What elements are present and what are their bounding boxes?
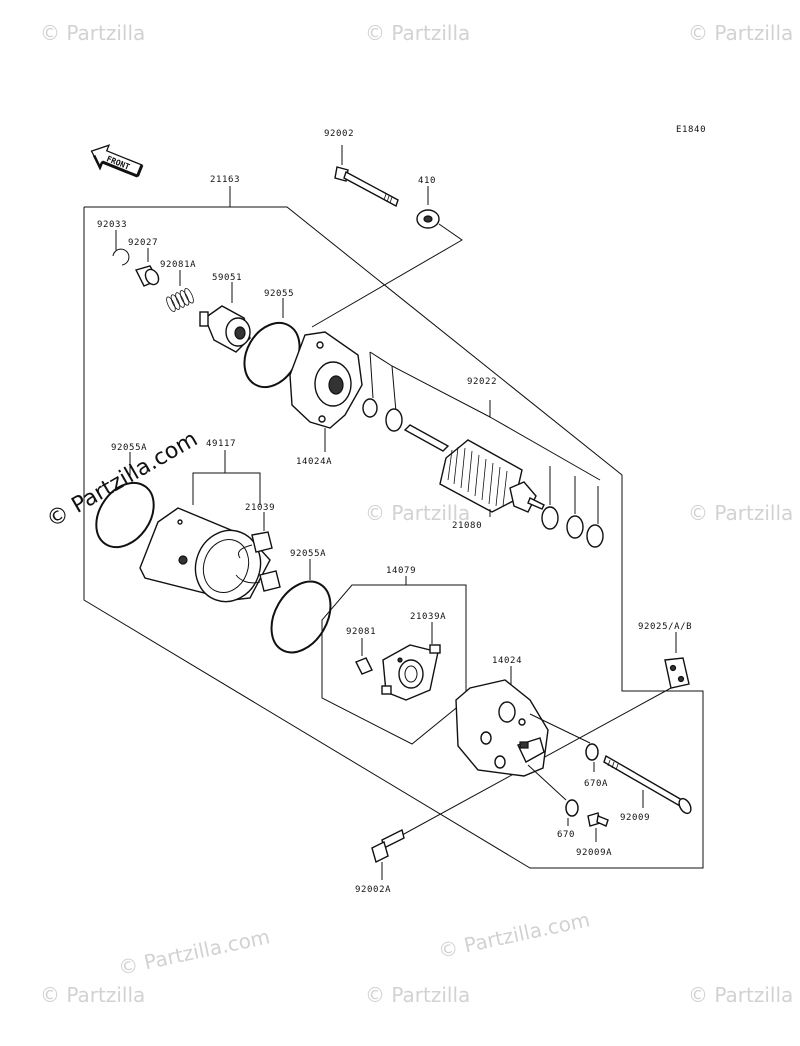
front-cover-14024a [289, 331, 363, 452]
watermark: © Partzilla [688, 21, 793, 45]
o-ring-92055a-right [270, 559, 332, 654]
part-label-92022: 92022 [467, 377, 497, 387]
part-label-21163: 21163 [210, 175, 240, 185]
part-label-21039a: 21039A [410, 612, 446, 622]
watermark: © Partzilla [688, 501, 793, 525]
part-label-92025: 92025/A/B [638, 622, 692, 632]
pinion-clutch-59051 [199, 282, 251, 353]
yoke-49117 [139, 450, 271, 603]
part-label-21080: 21080 [452, 521, 482, 531]
assembly-outline [83, 186, 704, 869]
watermark-bottom: © Partzilla.com [116, 924, 272, 980]
circlip-92033 [112, 230, 130, 266]
terminals-21039 [235, 512, 281, 592]
part-label-92027: 92027 [128, 238, 158, 248]
bolt-92002a [371, 828, 405, 880]
watermark: © Partzilla [40, 21, 145, 45]
part-label-670: 670 [557, 830, 575, 840]
bolt-92002 [334, 145, 399, 208]
watermark: © Partzilla [365, 501, 470, 525]
part-label-14024: 14024 [492, 656, 522, 666]
part-label-92002a: 92002A [355, 885, 391, 895]
part-label-14024a: 14024A [296, 457, 332, 467]
front-arrow-icon: FRONT [90, 144, 144, 178]
watermark-bottom: © Partzilla.com [436, 907, 592, 963]
part-label-92055: 92055 [264, 289, 294, 299]
through-bolt-92009 [603, 754, 692, 815]
watermark: © Partzilla [688, 983, 793, 1007]
part-label-410: 410 [418, 176, 436, 186]
o-ring-92055a-left [95, 452, 155, 549]
watermark: © Partzilla [40, 983, 145, 1007]
part-label-92033: 92033 [97, 220, 127, 230]
part-label-92055a-right: 92055A [290, 549, 326, 559]
o-ring-670a [585, 743, 599, 772]
o-ring-670 [565, 799, 579, 826]
part-label-92009a: 92009A [576, 848, 612, 858]
part-label-21039: 21039 [245, 503, 275, 513]
part-label-92081: 92081 [346, 627, 376, 637]
spring-92081a [166, 270, 194, 312]
part-label-14079: 14079 [386, 566, 416, 576]
part-label-59051: 59051 [212, 273, 242, 283]
washer-410 [311, 186, 463, 328]
part-label-92002: 92002 [324, 129, 354, 139]
collar-92027 [134, 248, 160, 287]
brush-holder-21039a [381, 622, 441, 701]
part-label-670a: 670A [584, 779, 608, 789]
part-label-92009: 92009 [620, 813, 650, 823]
screw-92009a [587, 812, 609, 842]
part-label-92081a: 92081A [160, 260, 196, 270]
watermark: © Partzilla [365, 983, 470, 1007]
spring-92081 [355, 638, 373, 675]
part-label-49117: 49117 [206, 439, 236, 449]
part-label-92055a-left: 92055A [111, 443, 147, 453]
part-labels: 92002 410 21163 92033 92027 92081A 59051… [97, 129, 692, 895]
diagram-code: E1840 [676, 125, 706, 135]
armature-21080 [403, 424, 545, 517]
watermark: © Partzilla [365, 21, 470, 45]
washers-92022 [362, 351, 604, 548]
rear-cover-14024 [455, 666, 591, 801]
